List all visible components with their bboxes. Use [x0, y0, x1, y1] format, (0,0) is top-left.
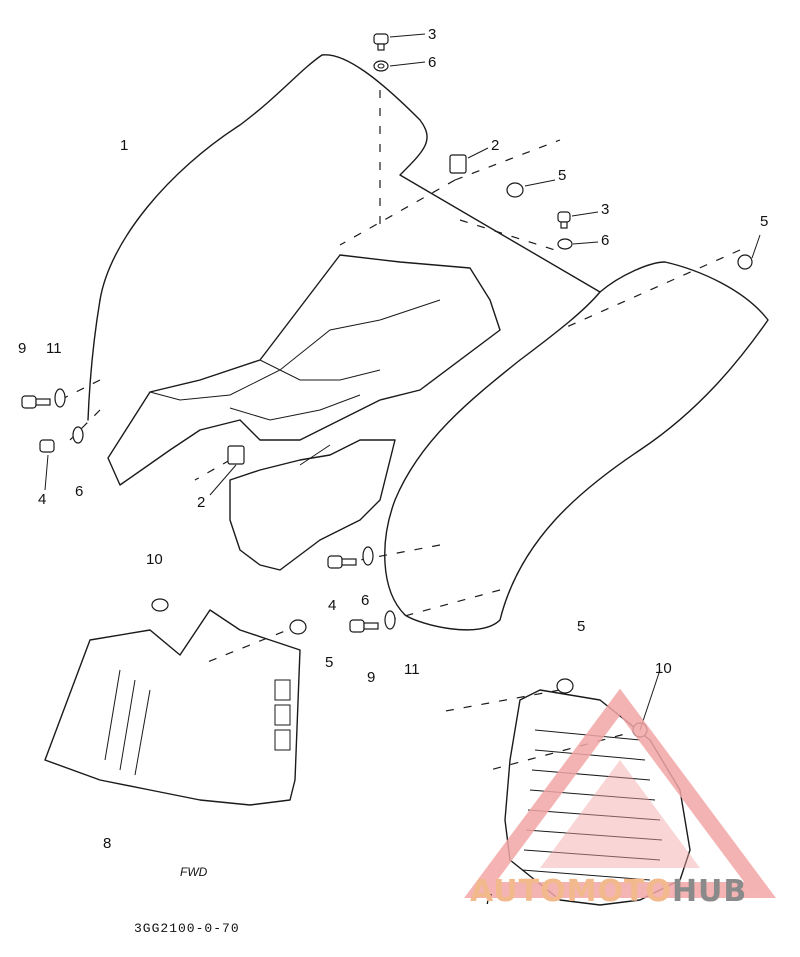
callout-9-left: 9 — [18, 340, 27, 357]
callout-6-lower: 6 — [361, 592, 370, 609]
nut-10-left — [151, 598, 169, 612]
callout-1: 1 — [120, 137, 129, 154]
callout-5-far: 5 — [760, 213, 769, 230]
drawing-code: 3GG2100-0-70 — [134, 921, 240, 936]
callout-2-lower: 2 — [197, 494, 206, 511]
callout-5-mid: 5 — [325, 654, 334, 671]
callout-3-right: 3 — [601, 201, 610, 218]
callout-6-right: 6 — [601, 232, 610, 249]
callout-11-left: 11 — [46, 340, 62, 357]
callout-6-left: 6 — [75, 483, 84, 500]
callout-5-a: 5 — [558, 167, 567, 184]
nut-5-far — [737, 254, 753, 270]
bolt-4-lower — [327, 555, 357, 569]
bolt-3-top — [373, 33, 389, 51]
callout-11-lower: 11 — [404, 661, 420, 678]
nut-5-mid — [289, 619, 307, 635]
watermark-logo — [464, 688, 776, 898]
callout-5-right: 5 — [577, 618, 586, 635]
fender-left-edge — [87, 299, 101, 421]
callout-4-left: 4 — [38, 491, 47, 508]
washer-11-lower — [384, 610, 396, 630]
nut-2-lower — [227, 445, 245, 465]
watermark-text-part1: AUTOMOTO — [470, 874, 672, 909]
nut-2-top — [449, 154, 467, 174]
callout-10-right: 10 — [655, 660, 672, 677]
bolt-4-left — [39, 439, 55, 453]
nut-10-right — [556, 678, 574, 694]
callout-3-top: 3 — [428, 26, 437, 43]
bolt-3-right — [557, 211, 571, 229]
washer-6-top — [373, 60, 389, 72]
washer-6-left — [72, 426, 84, 444]
callout-2-top: 2 — [491, 137, 500, 154]
callout-8: 8 — [103, 835, 112, 852]
callout-6-top: 6 — [428, 54, 437, 71]
fender-outline — [99, 54, 601, 301]
washer-lower-a — [362, 546, 374, 566]
watermark-text-part2: HUB — [671, 874, 748, 909]
rear-tray — [107, 254, 501, 486]
left-guard — [44, 609, 301, 806]
callout-4-lower: 4 — [328, 597, 337, 614]
nut-5-a — [506, 182, 524, 198]
callout-7: 7 — [484, 891, 493, 908]
watermark-text: AUTOMOTOHUB — [470, 874, 747, 909]
fwd-mark: FWD — [180, 865, 208, 879]
bolt-9-lower — [349, 619, 379, 633]
bolt-9-left — [21, 395, 51, 409]
washer-6-right — [557, 238, 573, 250]
lower-bracket — [229, 439, 396, 571]
callout-10-left: 10 — [146, 551, 163, 568]
callout-9-lower: 9 — [367, 669, 376, 686]
right-fender-flare — [384, 261, 769, 631]
washer-11-left — [54, 388, 66, 408]
